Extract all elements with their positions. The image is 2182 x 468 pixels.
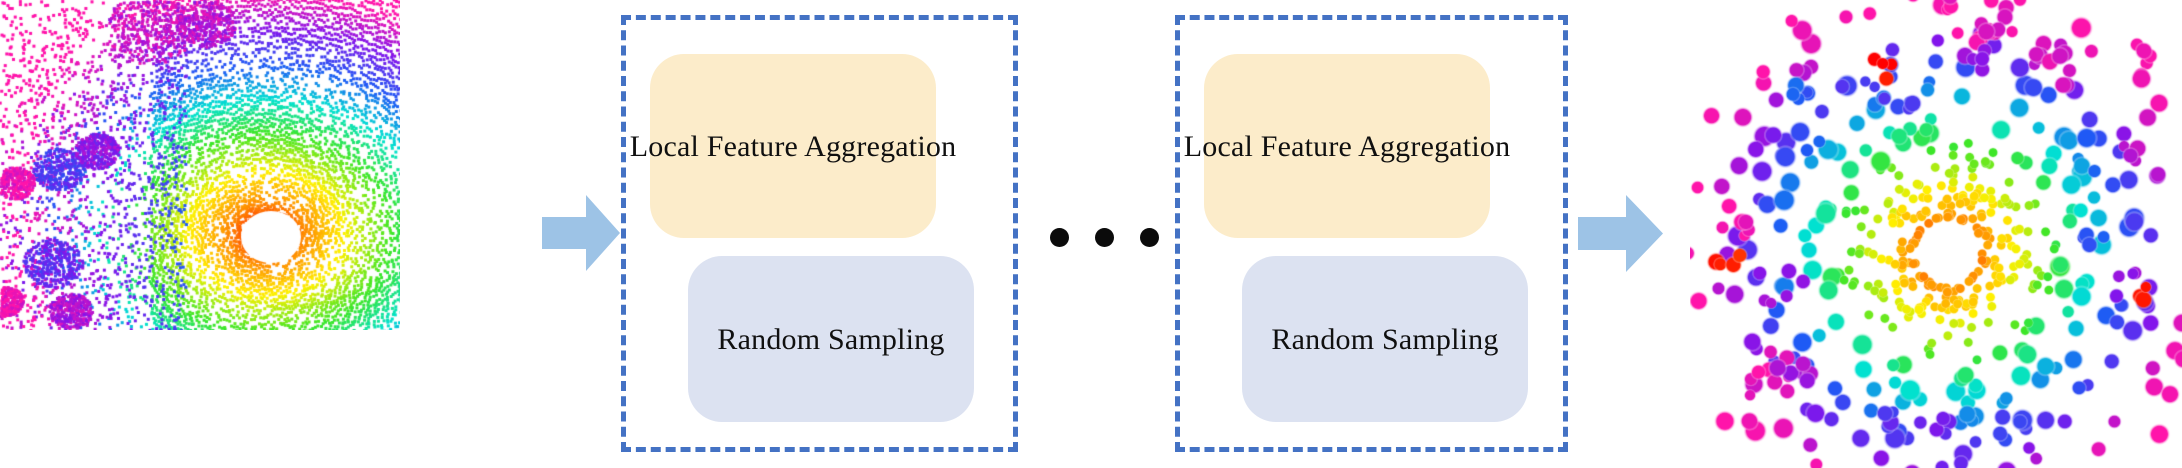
encoder-block-1[interactable]: Local Feature Aggregation Random Samplin…: [621, 15, 1018, 452]
ellipsis-dot-1: [1050, 228, 1069, 247]
local-feature-aggregation-box-1[interactable]: Local Feature Aggregation: [630, 54, 956, 238]
random-sampling-label: Random Sampling: [1271, 322, 1499, 356]
random-sampling-label: Random Sampling: [717, 322, 945, 356]
random-sampling-box-1[interactable]: Random Sampling: [688, 256, 974, 422]
ellipsis-dot-3: [1140, 228, 1159, 247]
input-point-cloud: [0, 0, 400, 330]
encoder-block-2[interactable]: Local Feature Aggregation Random Samplin…: [1175, 15, 1568, 452]
repeat-ellipsis: [1050, 228, 1159, 247]
random-sampling-box-2[interactable]: Random Sampling: [1242, 256, 1528, 422]
local-feature-aggregation-label: Local Feature Aggregation: [1183, 129, 1511, 163]
output-point-cloud: [1690, 0, 2182, 468]
local-feature-aggregation-box-2[interactable]: Local Feature Aggregation: [1184, 54, 1510, 238]
ellipsis-dot-2: [1095, 228, 1114, 247]
local-feature-aggregation-label: Local Feature Aggregation: [629, 129, 957, 163]
arrow-encoder-to-output-icon: [1578, 195, 1663, 272]
arrow-input-to-encoder-icon: [542, 195, 620, 271]
